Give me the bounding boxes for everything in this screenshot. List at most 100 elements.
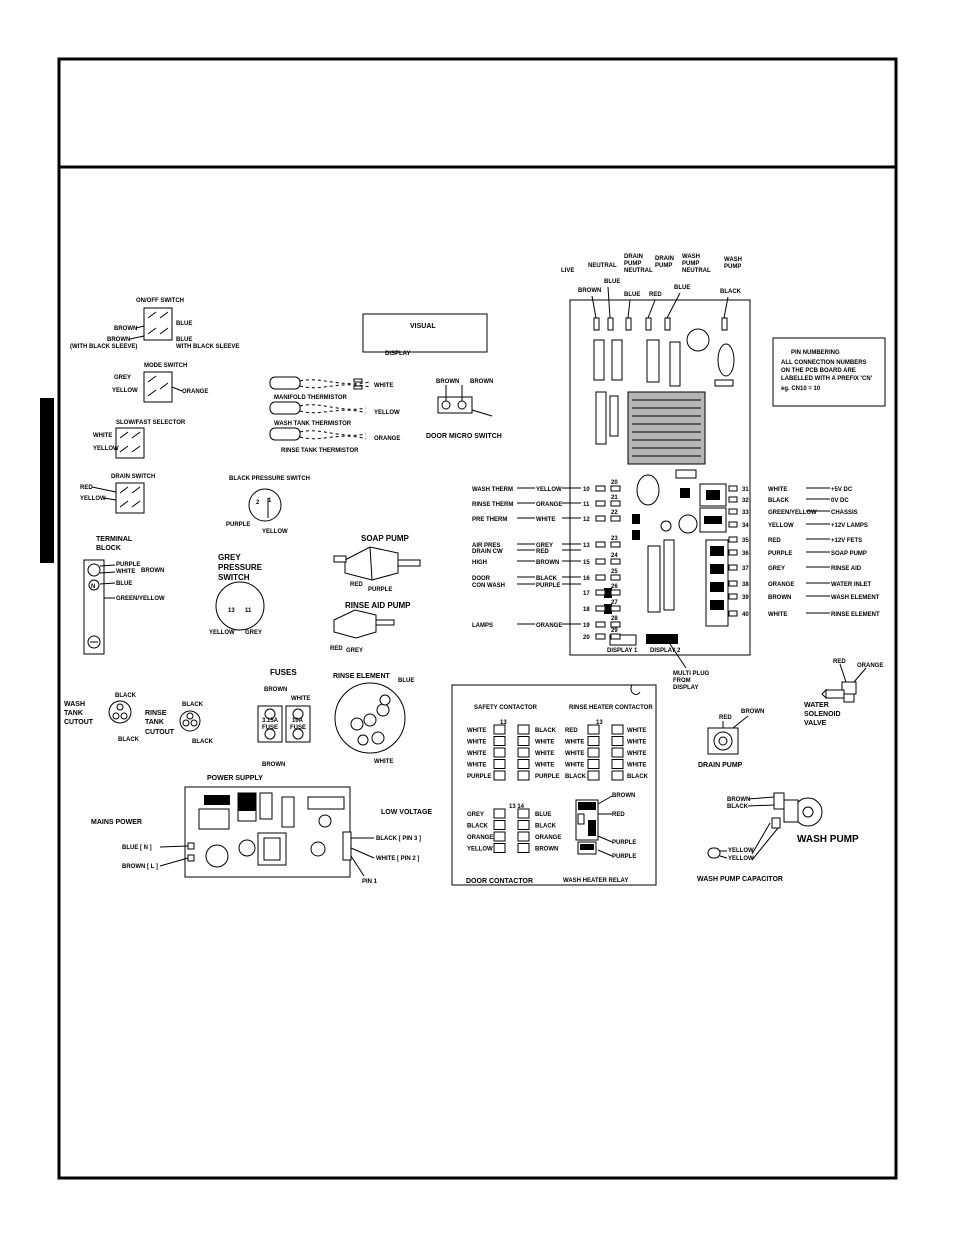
svg-text:WASH: WASH — [64, 701, 85, 708]
pcb-left-name: WASH THERM — [472, 487, 513, 493]
svg-text:BROWN: BROWN — [727, 797, 750, 803]
pcb-left-name: DRAIN CW — [472, 549, 503, 555]
svg-text:PURPLE: PURPLE — [612, 854, 636, 860]
pcb-right-function: 0V DC — [831, 498, 849, 504]
svg-text:RINSE AID PUMP: RINSE AID PUMP — [345, 601, 411, 610]
safety-terminal — [517, 747, 530, 758]
safety-terminal — [517, 770, 530, 781]
svg-text:BLACK: BLACK — [720, 289, 742, 295]
pcb: LIVE BROWN NEUTRAL BLUE DRAIN PUMP NEUTR… — [472, 254, 880, 691]
pcb-left-pin: 11 — [583, 502, 590, 508]
rinse-terminal — [587, 770, 600, 781]
pcb-left-terminal — [595, 589, 606, 596]
water-solenoid-valve: RED ORANGE WATER SOLENOID VALVE — [804, 659, 883, 727]
pcb-right-pin: 32 — [742, 498, 749, 504]
svg-text:3.15A: 3.15A — [262, 718, 279, 724]
svg-text:ON THE PCB BOARD ARE: ON THE PCB BOARD ARE — [781, 368, 856, 374]
svg-text:PURPLE: PURPLE — [116, 562, 140, 568]
pcb-left-terminal-2 — [610, 574, 621, 581]
svg-text:VALVE: VALVE — [804, 720, 827, 727]
pcb-left-wire-color: ORANGE — [536, 502, 562, 508]
svg-text:DRAIN: DRAIN — [624, 254, 643, 260]
pcb-right-pin: 37 — [742, 566, 749, 572]
svg-text:DRAIN SWITCH: DRAIN SWITCH — [111, 474, 155, 480]
svg-text:13: 13 — [500, 720, 507, 726]
svg-text:BLACK [ PIN 3 ]: BLACK [ PIN 3 ] — [376, 836, 421, 842]
svg-text:RINSE TANK THERMISTOR: RINSE TANK THERMISTOR — [281, 448, 359, 454]
pcb-right-function: +12V LAMPS — [831, 523, 868, 529]
svg-text:BLACK: BLACK — [192, 739, 214, 745]
pcb-left-terminal — [595, 633, 606, 640]
visual-display: VISUAL DISPLAY — [362, 313, 488, 357]
svg-text:PUMP: PUMP — [724, 264, 741, 270]
svg-text:MODE SWITCH: MODE SWITCH — [144, 363, 187, 369]
svg-text:BLUE: BLUE — [398, 678, 414, 684]
safety-right-label: BLACK — [535, 728, 557, 734]
safety-right-label: PURPLE — [535, 774, 559, 780]
svg-text:ORANGE: ORANGE — [374, 436, 400, 442]
svg-text:YELLOW: YELLOW — [728, 856, 754, 862]
svg-text:GREY: GREY — [218, 553, 241, 562]
pcb-left-terminal — [595, 605, 606, 612]
wash-tank-cutout: WASH TANK CUTOUT BLACK BLACK — [64, 693, 140, 743]
svg-text:PUMP: PUMP — [682, 261, 699, 267]
pcb-right-wire-color: RED — [768, 538, 781, 544]
pcb-right-function: SOAP PUMP — [831, 551, 867, 557]
svg-text:BROWN: BROWN — [262, 762, 285, 768]
svg-text:WHITE: WHITE — [291, 696, 310, 702]
rinse-element: RINSE ELEMENT BLUE WHITE — [333, 673, 414, 765]
pcb-left-terminal — [595, 621, 606, 628]
svg-text:BLOCK: BLOCK — [96, 545, 121, 552]
svg-text:FUSE: FUSE — [290, 725, 306, 731]
svg-text:BLACK PRESSURE SWITCH: BLACK PRESSURE SWITCH — [229, 476, 310, 482]
safety-terminal — [493, 724, 506, 735]
svg-text:N: N — [91, 584, 95, 590]
pcb-right-pin: 35 — [742, 538, 749, 544]
svg-text:BROWN: BROWN — [114, 326, 137, 332]
svg-text:DRAIN PUMP: DRAIN PUMP — [698, 762, 743, 769]
svg-text:CUTOUT: CUTOUT — [145, 729, 175, 736]
svg-text:POWER SUPPLY: POWER SUPPLY — [207, 775, 263, 782]
svg-text:RINSE ELEMENT: RINSE ELEMENT — [333, 673, 391, 680]
svg-text:BLUE: BLUE — [674, 285, 690, 291]
svg-text:TANK: TANK — [64, 710, 83, 717]
svg-text:RED: RED — [833, 659, 846, 665]
rinse-terminal — [587, 724, 600, 735]
svg-text:GREY: GREY — [346, 648, 363, 654]
rinse-right-label: BLACK — [627, 774, 649, 780]
svg-text:WASH TANK THERMISTOR: WASH TANK THERMISTOR — [274, 421, 352, 427]
on-off-switch: ON/OFF SWITCH BROWN BLUE BROWN (WITH BLA… — [70, 298, 239, 350]
svg-text:RED: RED — [350, 582, 363, 588]
svg-text:DISPLAY: DISPLAY — [385, 351, 410, 357]
pcb-left-name: CON WASH — [472, 583, 505, 589]
safety-left-label: PURPLE — [467, 774, 491, 780]
svg-text:RED: RED — [80, 485, 93, 491]
pcb-left-terminal-2 — [610, 633, 621, 640]
pcb-left-pin: 15 — [583, 560, 590, 566]
pcb-left-pin-2: 28 — [611, 616, 618, 622]
svg-text:YELLOW: YELLOW — [112, 388, 138, 394]
svg-text:BLUE: BLUE — [116, 581, 132, 587]
svg-text:WHITE: WHITE — [116, 569, 135, 575]
svg-text:BROWN: BROWN — [107, 337, 130, 343]
drain-switch: DRAIN SWITCH RED YELLOW — [80, 474, 155, 514]
mode-switch: MODE SWITCH GREY YELLOW ORANGE — [112, 363, 208, 403]
terminal-block: TERMINAL BLOCK N PURPLE WHITE BROWN BLUE… — [83, 536, 165, 655]
rinse-terminal — [587, 759, 600, 769]
rinse-terminal — [611, 736, 624, 746]
pcb-left-name: AIR PRES — [472, 543, 500, 549]
pcb-left-pin: 20 — [583, 635, 590, 641]
svg-text:TERMINAL: TERMINAL — [96, 536, 133, 543]
pcb-left-terminal-2 — [610, 605, 621, 612]
svg-text:BLACK: BLACK — [727, 804, 749, 810]
rinse-left-label: BLACK — [565, 774, 587, 780]
heatsink-fins — [632, 399, 701, 457]
svg-text:ORANGE: ORANGE — [857, 663, 883, 669]
pcb-left-terminal-2 — [610, 589, 621, 596]
pcb-left-pin: 13 — [583, 543, 590, 549]
svg-text:PIN NUMBERING: PIN NUMBERING — [791, 350, 840, 356]
pcb-left-wire-color: ORANGE — [536, 623, 562, 629]
svg-text:GREEN/YELLOW: GREEN/YELLOW — [116, 596, 165, 602]
pcb-right-function: +5V DC — [831, 487, 853, 493]
